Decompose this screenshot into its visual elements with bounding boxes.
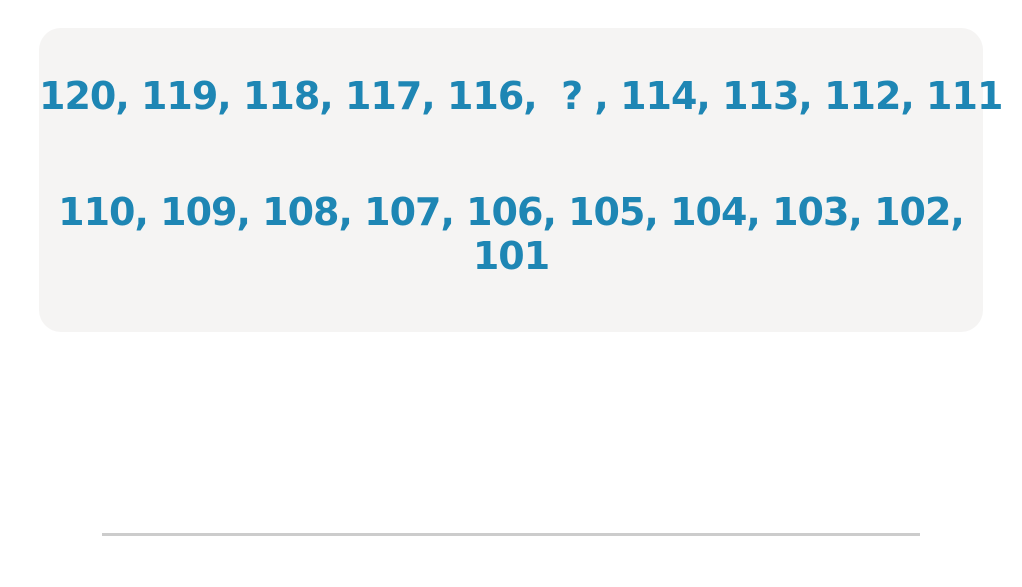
answer-line — [102, 533, 920, 536]
sequence-line-1: 120, 119, 118, 117, 116, ? , 114, 113, 1… — [39, 74, 1003, 118]
sequence-card: 120, 119, 118, 117, 116, ? , 114, 113, 1… — [39, 28, 1003, 332]
sequence-line-2: 110, 109, 108, 107, 106, 105, 104, 103, … — [58, 190, 965, 278]
